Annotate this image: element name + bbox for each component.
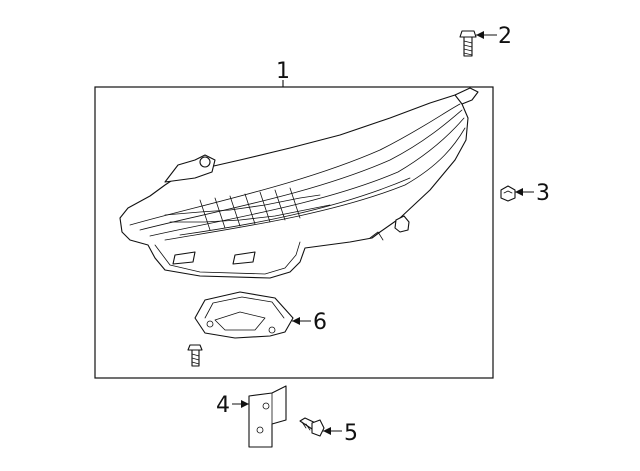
bracket-part-4 bbox=[248, 385, 287, 448]
callout-3-label: 3 bbox=[536, 181, 550, 206]
callout-3-arrowhead bbox=[515, 188, 523, 196]
callout-2-label: 2 bbox=[498, 24, 512, 49]
assembly-frame bbox=[94, 86, 494, 379]
callout-4-label: 4 bbox=[216, 393, 230, 418]
nut-part-3 bbox=[500, 185, 516, 202]
callout-4-arrowhead bbox=[241, 400, 249, 408]
callout-1-label: 1 bbox=[276, 59, 290, 84]
flange-bolt-part-5 bbox=[299, 417, 325, 437]
callout-6-label: 6 bbox=[313, 310, 327, 335]
callout-5-label: 5 bbox=[344, 421, 358, 446]
module-bolt bbox=[187, 344, 203, 367]
callout-5-arrowhead bbox=[323, 427, 331, 435]
control-module bbox=[194, 291, 294, 339]
callout-6-arrowhead bbox=[292, 317, 300, 325]
callout-2-arrowhead bbox=[476, 31, 484, 39]
bolt-part-2 bbox=[459, 30, 477, 57]
headlamp-assembly bbox=[119, 87, 479, 279]
